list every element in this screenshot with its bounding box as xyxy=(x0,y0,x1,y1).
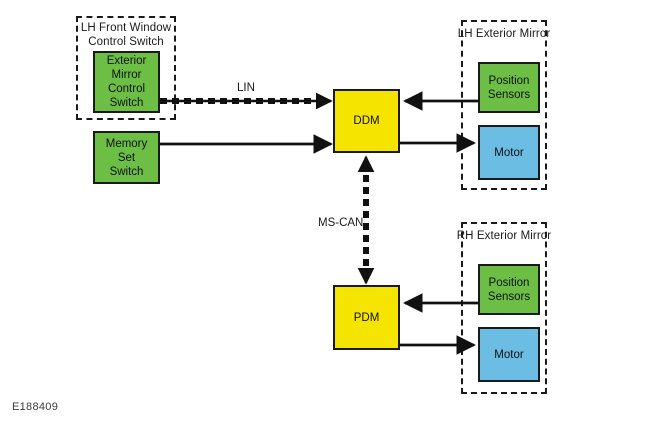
node-lh-motor[interactable]: Motor xyxy=(478,125,540,180)
node-rh-motor[interactable]: Motor xyxy=(478,327,540,382)
node-pdm-module[interactable]: PDM xyxy=(333,285,400,350)
edge-label-lin: LIN xyxy=(237,82,255,94)
group-rh-exterior-mirror xyxy=(461,222,547,394)
group-lh-front-window-control-switch xyxy=(76,16,176,120)
group-label-rh-exterior-mirror: RH Exterior Mirror xyxy=(456,230,552,242)
node-ddm-module[interactable]: DDM xyxy=(333,89,400,153)
node-rh-position-sensors[interactable]: Position Sensors xyxy=(478,264,540,315)
node-lh-position-sensors[interactable]: Position Sensors xyxy=(478,62,540,113)
edge-label-ms-can: MS-CAN xyxy=(318,217,364,229)
group-lh-exterior-mirror xyxy=(461,20,547,190)
node-exterior-mirror-control-switch[interactable]: Exterior Mirror Control Switch xyxy=(93,51,160,113)
group-label-lh-front-window-control-switch: LH Front Window Control Switch xyxy=(80,22,172,48)
node-memory-set-switch[interactable]: Memory Set Switch xyxy=(93,131,160,184)
figure-id-label: E188409 xyxy=(12,401,59,413)
group-label-lh-exterior-mirror: LH Exterior Mirror xyxy=(457,28,551,40)
